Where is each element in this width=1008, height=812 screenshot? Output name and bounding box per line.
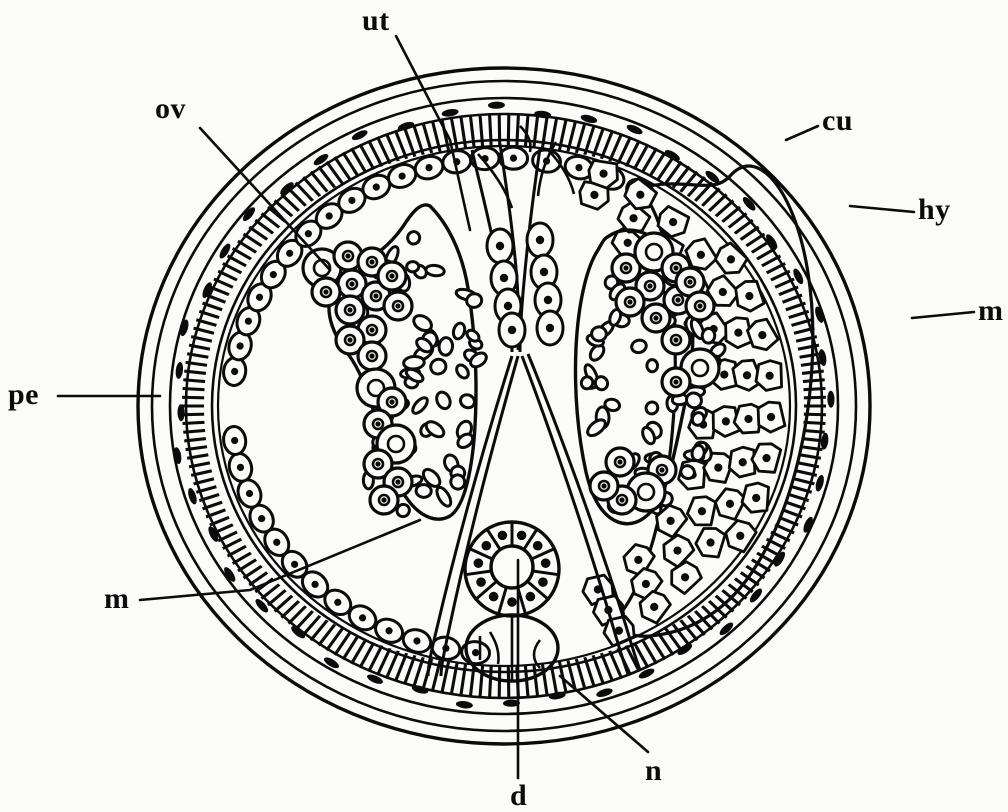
label-m_right: m [978,294,1004,327]
uterus-and-mesenteries [426,125,642,677]
hypodermis-nuclei [173,101,835,709]
intestine [463,520,561,618]
leader-m_right [910,310,976,320]
label-d: d [510,779,527,812]
leader-ov [198,126,332,272]
label-group: ut ov cu hy m pe m d n [8,4,1004,812]
leader-n [558,674,650,754]
body-wall [136,66,872,746]
label-pe: pe [8,378,39,411]
cuticle-inner-contour [150,79,858,733]
leader-hy [848,204,916,214]
label-cu: cu [822,104,853,137]
uterus-wall-cells [485,221,565,349]
ovary-left-oocyte-cluster [301,240,417,516]
muscle-inner-contour [210,138,798,674]
leader-cu [784,124,820,142]
ovary-right-oocyte-cluster [588,231,721,516]
nerve-cord [464,613,560,683]
label-n: n [645,754,662,787]
cuticle-outer-contour [136,66,872,746]
label-ut: ut [362,4,390,37]
ovary-right [573,228,727,526]
ovary-left [301,203,488,521]
intestine-nuclei [473,530,551,607]
hypodermis-outer-contour [168,96,840,716]
label-ov: ov [155,92,186,125]
label-leader-lines [56,34,976,780]
label-m_left: m [104,582,130,615]
hypodermal-cells [222,145,655,666]
leader-m_left [138,518,422,602]
label-hy: hy [918,193,951,226]
leader-ut [394,34,472,232]
muscle-basal-contour [216,144,792,668]
